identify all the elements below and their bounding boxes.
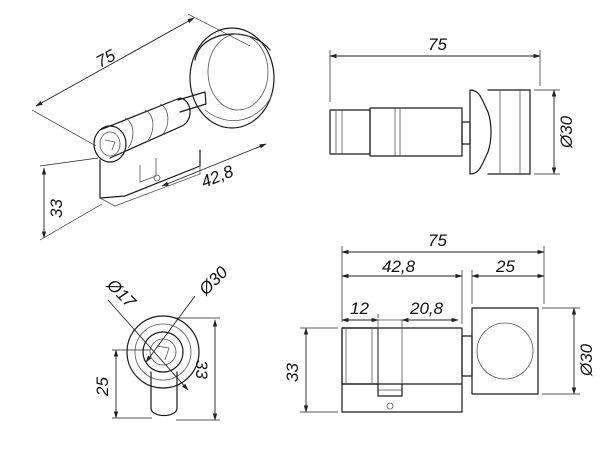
side-housing [341,383,463,413]
side-a-label: 12 [350,299,369,318]
front-housing [150,371,178,417]
front-view: Ø17 Ø30 25 33 [93,262,232,421]
side-view: 75 42,8 25 12 20,8 33 Ø30 [283,231,596,413]
top-knob [469,89,492,175]
front-inner-dia-label: Ø17 [102,275,139,312]
side-b-label: 20,8 [409,299,444,318]
front-inner-circle [142,331,184,373]
side-total-label: 75 [428,231,447,250]
iso-housing [99,149,201,199]
iso-cylinder-face [93,125,127,163]
side-height-label: 33 [283,363,302,382]
iso-cylinder [99,97,191,159]
top-cylinder-body [369,107,463,157]
side-knob-dia-label: Ø30 [577,343,596,377]
top-dia-label: Ø30 [557,115,576,149]
top-length-label: 75 [428,35,447,54]
iso-height-label: 33 [47,199,66,218]
front-left-height-label: 25 [93,377,112,397]
iso-knob-front [189,27,275,129]
side-knob [471,307,539,395]
iso-body-label: 42,8 [198,161,236,191]
isometric-view: 75 42,8 33 [31,13,275,241]
iso-length-label: 75 [93,46,119,72]
top-view: 75 Ø30 [329,35,576,175]
front-right-height-label: 33 [192,360,211,379]
front-outer-circle [126,315,200,389]
front-outer-dia-label: Ø30 [195,262,232,299]
side-knob-label: 25 [495,257,515,276]
side-spindle [461,335,473,377]
top-spindle [461,121,471,145]
side-body-label: 42,8 [382,257,416,276]
